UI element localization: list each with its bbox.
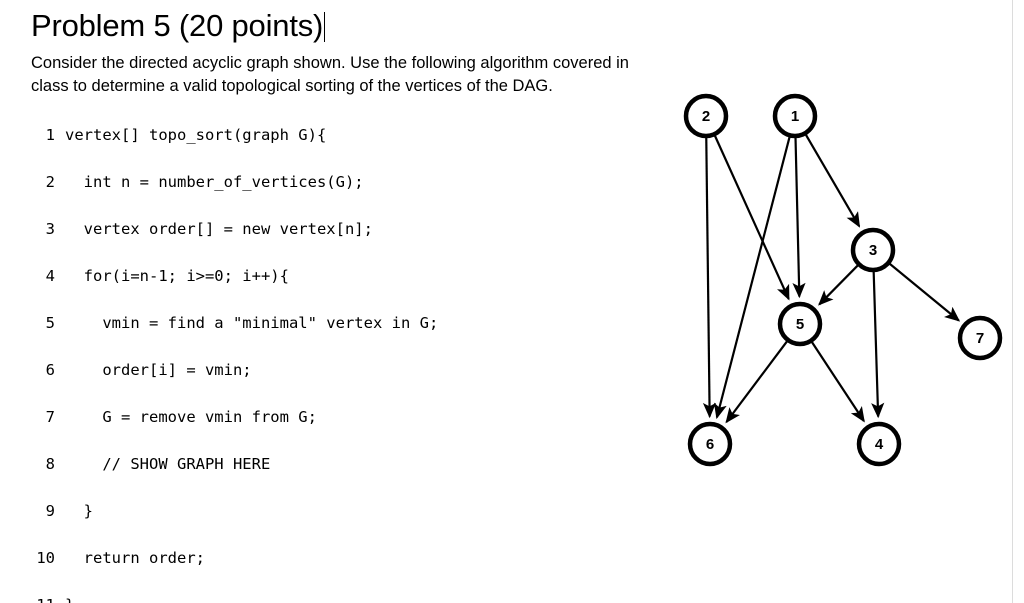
code-line-number: 10: [36, 549, 55, 567]
dag-edge-3-to-4: [871, 270, 885, 419]
code-line: 10 return order;: [31, 547, 660, 571]
dag-edge-5-to-4: [810, 340, 865, 423]
dag-node-circle: [856, 421, 902, 467]
dag-figure: 2 1 3 5 7 6 4: [683, 93, 1003, 467]
code-line-number: 1: [45, 126, 55, 144]
code-line: 4 for(i=n-1; i>=0; i++){: [31, 265, 660, 289]
dag-node-7[interactable]: 7: [957, 315, 1003, 361]
dag-edge-3-to-7: [888, 262, 961, 322]
dag-node-circle: [957, 315, 1003, 361]
dag-node-label: 1: [791, 108, 799, 125]
page-right-divider: [1012, 0, 1013, 603]
dag-node-label: 3: [869, 242, 877, 259]
dag-node-label: 5: [796, 316, 804, 333]
code-line: 1 vertex[] topo_sort(graph G){: [31, 124, 660, 148]
code-line-text: return order;: [65, 549, 205, 567]
code-line-number: 8: [45, 455, 55, 473]
dag-edge-1-to-3: [804, 133, 861, 228]
code-line: 2 int n = number_of_vertices(G);: [31, 171, 660, 195]
code-line-text: vertex[] topo_sort(graph G){: [65, 126, 327, 144]
dag-edge-5-to-6: [725, 340, 789, 424]
dag-edge-1-to-6: [713, 136, 791, 420]
code-line-text: G = remove vmin from G;: [65, 408, 317, 426]
dag-edge-2-to-6: [702, 136, 717, 419]
code-line-text: vmin = find a "minimal" vertex in G;: [65, 314, 439, 332]
dag-node-3[interactable]: 3: [850, 227, 896, 273]
code-line-number: 2: [45, 173, 55, 191]
code-line-number: 5: [45, 314, 55, 332]
code-line: 5 vmin = find a "minimal" vertex in G;: [31, 312, 660, 336]
dag-node-layer: 2 1 3 5 7 6 4: [683, 93, 1003, 467]
code-line-number: 11: [31, 594, 55, 603]
problem-content: Problem 5 (20 points) Consider the direc…: [31, 6, 660, 603]
dag-node-circle: [772, 93, 818, 139]
code-line-number: 7: [45, 408, 55, 426]
dag-node-label: 2: [702, 108, 710, 125]
code-line-text: for(i=n-1; i>=0; i++){: [65, 267, 289, 285]
dag-node-1[interactable]: 1: [772, 93, 818, 139]
intro-paragraph: Consider the directed acyclic graph show…: [31, 54, 629, 95]
dag-node-5[interactable]: 5: [777, 301, 823, 347]
code-line: 7 G = remove vmin from G;: [31, 406, 660, 430]
dag-node-circle: [777, 301, 823, 347]
code-line-number: 9: [45, 502, 55, 520]
dag-edge-2-to-5: [713, 134, 790, 301]
page-title: Problem 5 (20 points): [31, 6, 660, 46]
dag-node-circle: [850, 227, 896, 273]
code-line: 9 }: [31, 500, 660, 524]
code-line-text: // SHOW GRAPH HERE: [65, 455, 271, 473]
dag-edge-layer: [702, 133, 961, 424]
dag-edge-1-to-5: [792, 136, 806, 299]
code-line-number: 3: [45, 220, 55, 238]
page-title-text: Problem 5 (20 points): [31, 8, 324, 43]
dag-node-label: 6: [706, 436, 714, 453]
dag-node-circle: [687, 421, 733, 467]
code-block: 1 vertex[] topo_sort(graph G){ 2 int n = …: [31, 124, 660, 603]
code-line-text: int n = number_of_vertices(G);: [65, 173, 364, 191]
dag-node-4[interactable]: 4: [856, 421, 902, 467]
code-line: 11}: [31, 594, 660, 603]
code-line: 6 order[i] = vmin;: [31, 359, 660, 383]
dag-node-circle: [683, 93, 729, 139]
dag-node-label: 7: [976, 330, 984, 347]
dag-node-label: 4: [875, 436, 884, 453]
dag-edge-3-to-5: [818, 264, 860, 306]
code-line-text: order[i] = vmin;: [65, 361, 252, 379]
code-line-text: vertex order[] = new vertex[n];: [65, 220, 373, 238]
code-line-number: 4: [45, 267, 55, 285]
code-line: 8 // SHOW GRAPH HERE: [31, 453, 660, 477]
code-line-number: 6: [45, 361, 55, 379]
code-line: 3 vertex order[] = new vertex[n];: [31, 218, 660, 242]
code-line-text: }: [65, 596, 74, 603]
dag-node-2[interactable]: 2: [683, 93, 729, 139]
dag-node-6[interactable]: 6: [687, 421, 733, 467]
text-caret: [324, 12, 326, 42]
code-line-text: }: [65, 502, 93, 520]
